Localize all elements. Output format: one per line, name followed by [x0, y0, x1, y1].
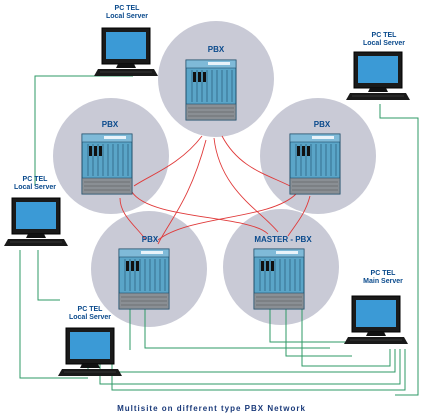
pbx-right-label: PBX [313, 120, 331, 129]
red-right-bl [157, 193, 297, 241]
pc-main-server [343, 295, 409, 345]
server-top-left-label: PC TEL Local Server [92, 5, 162, 20]
link-bottom-left-main [87, 349, 396, 373]
pbx-top-cabinet [185, 59, 237, 121]
server-bottom-left-label: PC TEL Local Server [55, 306, 125, 321]
pbx-bottom-left-label: PBX [141, 235, 159, 244]
link-mid-left-bottom [37, 250, 60, 301]
server-mid-left-line1: PC TEL [22, 176, 48, 183]
red-top-bl [157, 139, 207, 245]
pbx-master-label: MASTER - PBX [254, 235, 312, 244]
server-top-left-line1: PC TEL [114, 5, 140, 12]
server-main-line1: PC TEL [370, 270, 396, 277]
link-pbx-bl-main [144, 300, 330, 349]
pbx-units [81, 59, 341, 310]
server-mid-left-line2: Local Server [13, 183, 57, 191]
red-top-left [133, 135, 203, 187]
pc-mid-left [3, 197, 69, 247]
server-top-right-line1: PC TEL [371, 32, 397, 39]
server-main-label: PC TEL Main Server [348, 270, 418, 285]
diagram-caption: Multisite on different type PBX Network [117, 404, 306, 413]
pbx-master-cabinet [253, 248, 305, 310]
server-bottom-left-line2: Local Server [68, 313, 112, 321]
link-master-main-2 [285, 306, 352, 357]
link-mid-left-server [19, 250, 88, 379]
link-master-main-3 [301, 306, 391, 367]
pbx-left-label: PBX [101, 120, 119, 129]
red-top-master [213, 137, 279, 233]
server-top-left-line2: Local Server [105, 12, 149, 20]
red-top-right [221, 135, 295, 189]
server-bottom-left-line1: PC TEL [77, 306, 103, 313]
red-pbx-links [119, 135, 311, 245]
pbx-bottom-left-cabinet [118, 248, 170, 310]
pbx-left-cabinet [81, 133, 133, 195]
pc-top-left [93, 27, 159, 77]
server-top-right-label: PC TEL Local Server [349, 32, 419, 47]
red-left-bl [119, 197, 147, 241]
pbx-top-label: PBX [207, 45, 225, 54]
server-main-line2: Main Server [363, 277, 403, 285]
server-mid-left-label: PC TEL Local Server [0, 176, 70, 191]
link-top-right-server [379, 104, 419, 396]
red-left-master [131, 191, 269, 235]
pc-top-right [345, 51, 411, 101]
server-top-right-line2: Local Server [362, 39, 406, 47]
pbx-right-cabinet [289, 133, 341, 195]
red-right-master [287, 195, 311, 237]
link-master-main [269, 300, 352, 343]
